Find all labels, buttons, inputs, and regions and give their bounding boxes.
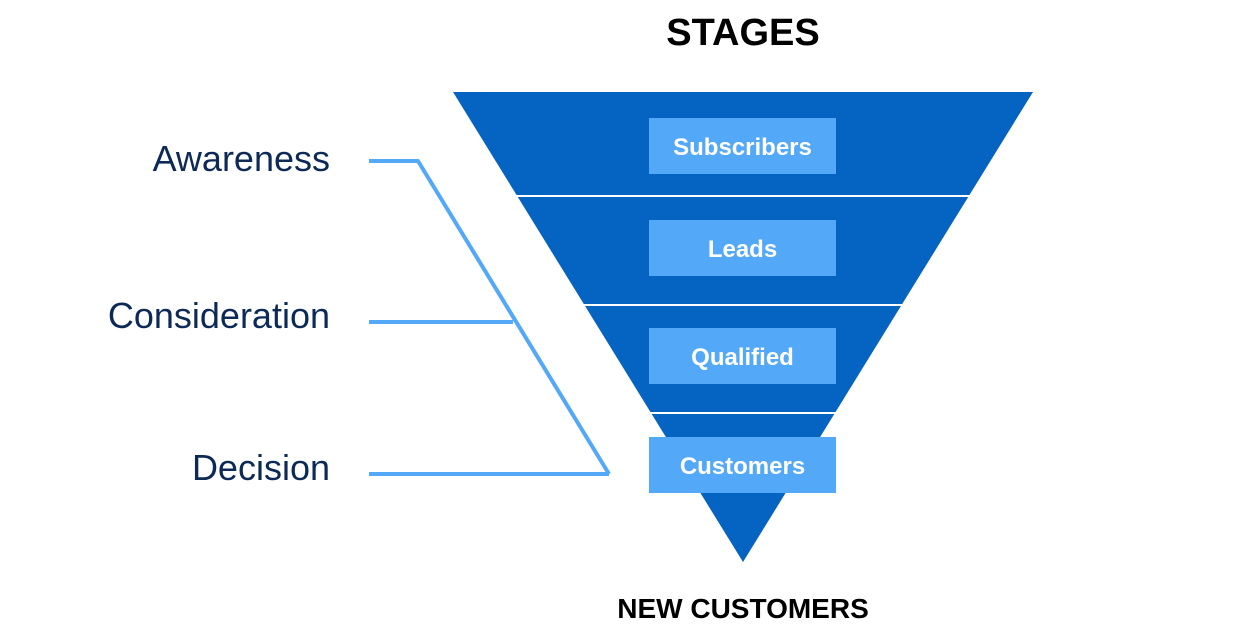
stage-label: Subscribers [673, 134, 812, 161]
stage-label-box [649, 118, 836, 174]
stage-label-box [649, 328, 836, 384]
funnel-shape [453, 92, 1033, 562]
funnel-footer-label: NEW CUSTOMERS [617, 593, 869, 624]
stage-label: Qualified [691, 344, 794, 371]
phase-label-awareness: Awareness [153, 138, 330, 179]
phase-label-consideration: Consideration [108, 295, 330, 336]
stage-label-box [649, 437, 836, 493]
stage-leads: Leads [649, 220, 836, 276]
stage-customers: Customers [649, 437, 836, 493]
diagram-title: STAGES [666, 12, 819, 54]
phase-label-decision: Decision [192, 447, 330, 488]
stage-qualified: Qualified [649, 328, 836, 384]
stage-label-box [649, 220, 836, 276]
stage-label: Customers [680, 453, 805, 480]
stage-label: Leads [708, 236, 777, 263]
stage-subscribers: Subscribers [649, 118, 836, 174]
awareness-connector [369, 159, 611, 476]
